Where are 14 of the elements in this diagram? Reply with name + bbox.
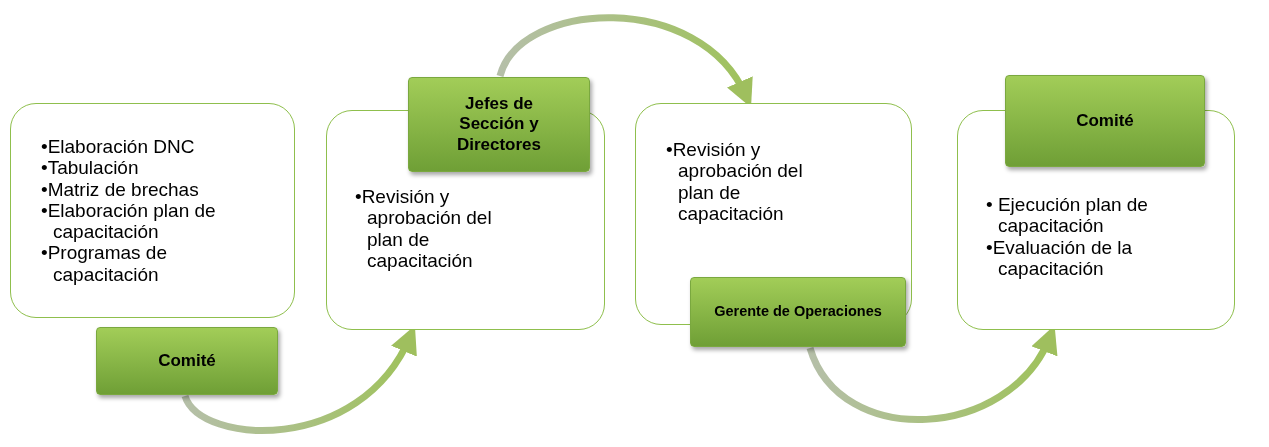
- bullet-item: •Programas de capacitación: [41, 242, 168, 285]
- bullet-item: •Elaboración DNC: [41, 136, 196, 158]
- bullet-item: •Revisión y aprobación del plan de capacitación: [666, 139, 804, 225]
- bullet-item: •Elaboración plan de capacitación: [41, 199, 217, 243]
- role-label: Jefes de Sección y Directores: [408, 77, 590, 172]
- bullet-item: •Revisión y aprobación del plan de capacitación: [355, 186, 493, 272]
- bullet-item: •Evaluación de la capacitación: [986, 236, 1134, 280]
- bullet-item: • Ejecución plan de capacitación: [986, 194, 1149, 237]
- role-label: Comité: [1005, 75, 1205, 167]
- role-label: Gerente de Operaciones: [690, 277, 906, 347]
- bullet-item: •Tabulación: [41, 157, 140, 179]
- task-card: [10, 103, 295, 318]
- bullet-item: •Matriz de brechas: [41, 178, 200, 200]
- role-label: Comité: [96, 327, 278, 395]
